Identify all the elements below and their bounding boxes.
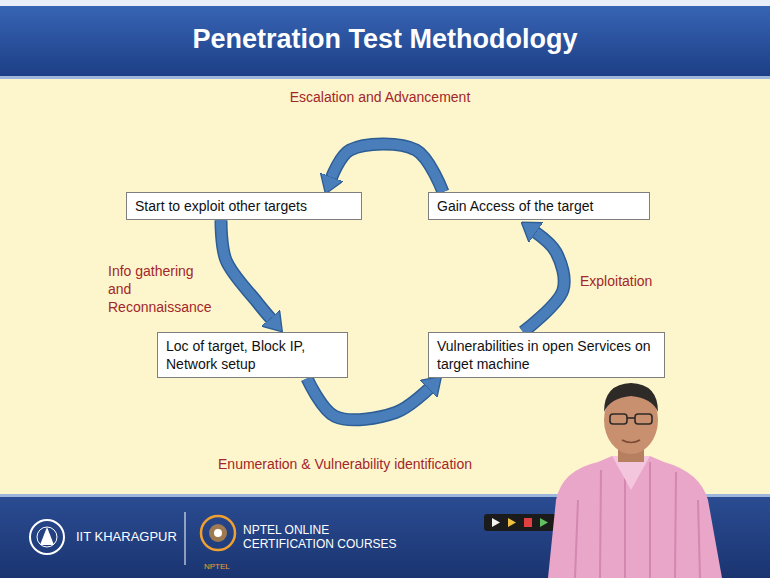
flow-arrow xyxy=(221,220,271,319)
step-label: Enumeration & Vulnerability identificati… xyxy=(195,455,495,473)
arrow-outline xyxy=(523,232,564,332)
arrow-body xyxy=(331,144,443,192)
footer-rule xyxy=(0,494,770,497)
step-label: Escalation and Advancement xyxy=(260,88,500,106)
top-strip xyxy=(0,0,770,6)
header-band xyxy=(0,6,770,76)
flow-arrow xyxy=(307,378,429,419)
box-text: Vulnerabilities in open Services on targ… xyxy=(437,337,656,373)
step-label: Info gathering and Reconnaissance xyxy=(108,262,217,317)
step-label: Exploitation xyxy=(580,272,690,290)
iit-logo xyxy=(30,520,64,554)
nptel-logo xyxy=(201,516,235,550)
process-box: Gain Access of the target xyxy=(428,192,650,220)
box-text: Loc of target, Block IP, Network setup xyxy=(166,337,339,373)
flow-arrow xyxy=(331,144,443,192)
header-rule xyxy=(0,76,770,79)
footer-label: NPTEL xyxy=(204,562,244,572)
arrow-outline xyxy=(331,144,443,192)
arrow-body xyxy=(307,378,429,419)
footer-label: IIT KHARAGPUR xyxy=(76,529,181,545)
box-text: Gain Access of the target xyxy=(437,197,641,215)
arrow-outline xyxy=(221,220,271,319)
footer-divider xyxy=(185,512,186,565)
footer-band xyxy=(0,497,770,578)
process-box: Loc of target, Block IP, Network setup xyxy=(157,332,348,378)
arrow-outline xyxy=(307,378,429,419)
arrow-body xyxy=(523,232,564,332)
process-box: Vulnerabilities in open Services on targ… xyxy=(428,332,665,378)
player-toolbar xyxy=(484,514,642,531)
slide-title: Penetration Test Methodology xyxy=(0,24,770,55)
footer-label: NPTEL ONLINE CERTIFICATION COURSES xyxy=(243,523,405,552)
flow-arrow xyxy=(523,232,564,332)
box-text: Start to exploit other targets xyxy=(135,197,353,215)
arrow-body xyxy=(221,220,271,319)
process-box: Start to exploit other targets xyxy=(126,192,362,220)
presenter-figure xyxy=(548,383,722,578)
